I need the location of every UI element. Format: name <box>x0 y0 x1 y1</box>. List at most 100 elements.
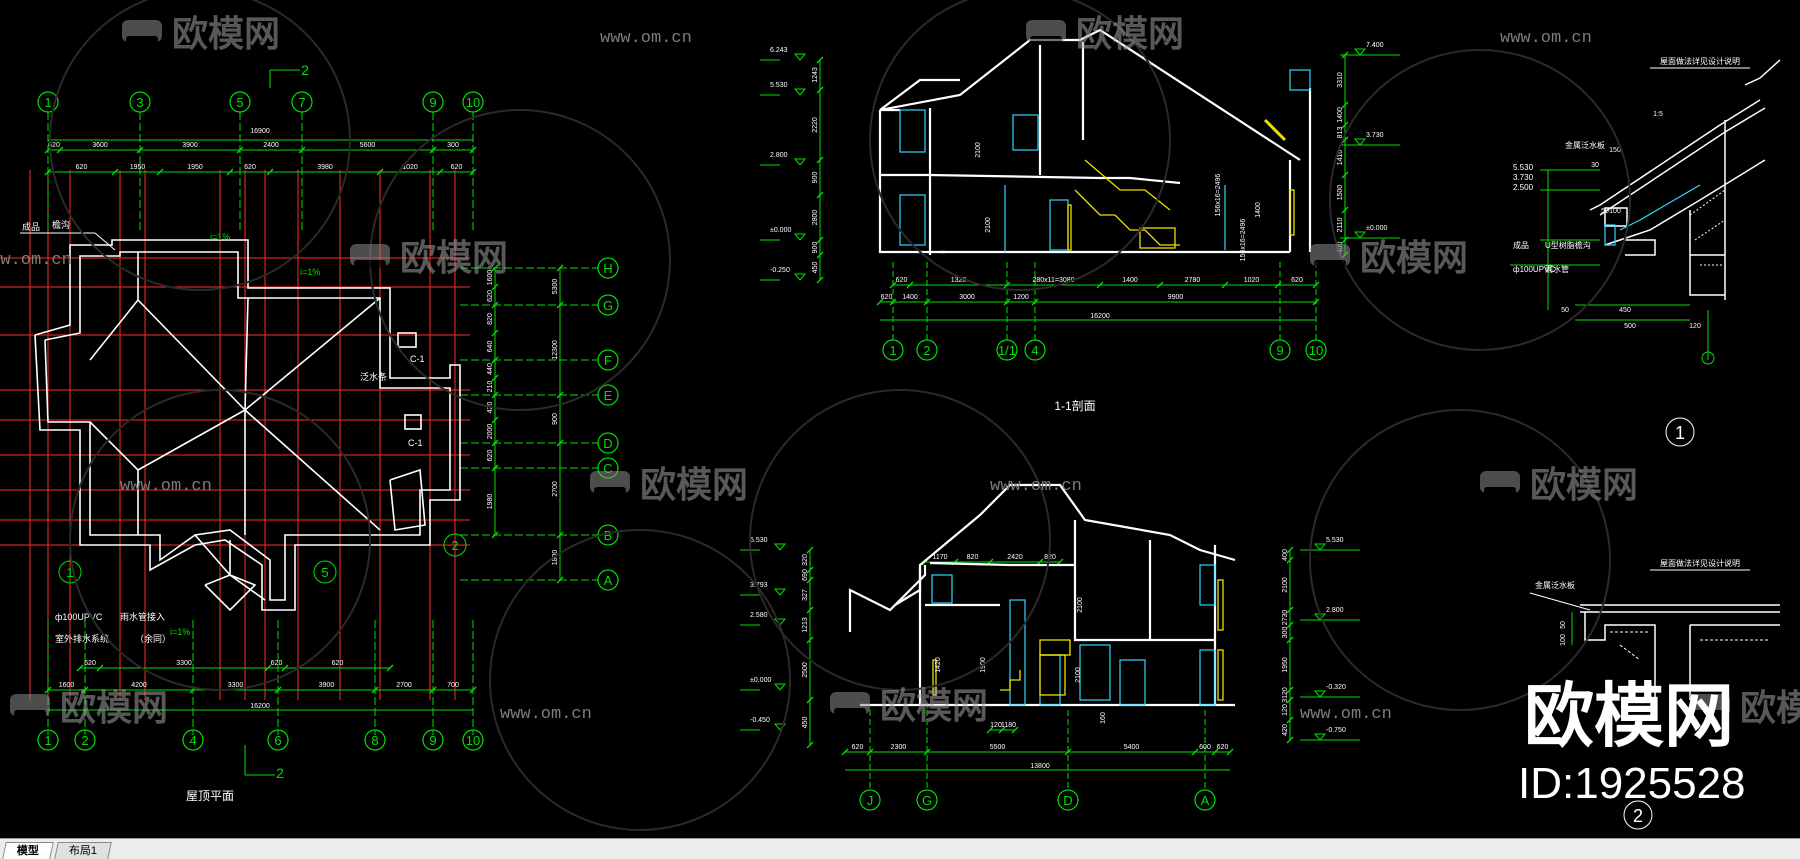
dimension-text: 2700 <box>552 481 559 497</box>
dimension-text: 50 <box>1560 621 1567 629</box>
dimension-text: 327 <box>802 589 809 601</box>
roof-plan-note: 檐沟 <box>52 219 70 230</box>
overall-dimension: 16900 <box>250 128 270 135</box>
grid-axis-bubble: 4 <box>182 729 204 751</box>
level-mark-text: 5.530 <box>770 82 788 89</box>
level-mark-text: 6.243 <box>770 47 788 54</box>
dimension-text: 3120 <box>1282 687 1289 703</box>
dimension-text: 620 <box>852 744 864 751</box>
dimension-text: 620 <box>881 294 893 301</box>
grid-bubble-label: B <box>604 528 613 543</box>
dimension-text: 620 <box>84 660 96 667</box>
tab-layout-1[interactable]: 布局1 <box>54 842 112 859</box>
roof-plan-note: i=1% <box>210 232 230 242</box>
dimension-text: 2420 <box>1007 554 1023 561</box>
detail-note: 金属泛水板 <box>1535 580 1575 590</box>
grid-bubble-label: G <box>922 793 932 808</box>
roof-plan-note: i=1% <box>170 627 190 637</box>
detail-note: 成品 <box>1513 240 1529 250</box>
dimension-text: 2100 <box>985 217 992 233</box>
grid-bubble-label: 8 <box>371 733 378 748</box>
watermark-url: www.om.cn <box>600 29 692 48</box>
grid-bubble-label: 1 <box>44 733 51 748</box>
grid-axis-bubble: 10 <box>462 91 484 113</box>
section-mark: 2 <box>276 765 284 781</box>
grid-bubble-label: 3 <box>136 95 143 110</box>
dimension-text: 820 <box>967 554 979 561</box>
tab-model[interactable]: 模型 <box>2 842 54 859</box>
dimension-text: 280x11=3080 <box>1032 277 1074 284</box>
watermark-logo: 欧模网 <box>1310 238 1468 279</box>
dimension-text: 1400 <box>1337 107 1344 123</box>
dimension-text: 620 <box>487 290 494 302</box>
grid-bubble-label: D <box>603 436 612 451</box>
overall-dimension: 16200 <box>1090 313 1110 320</box>
level-mark-text: 5.530 <box>1326 537 1344 544</box>
watermark-brand: 欧模网 <box>640 465 748 506</box>
watermark-url: www.om.cn <box>990 477 1082 496</box>
watermark-brand: 欧模网 <box>60 688 168 729</box>
grid-axis-bubble: 1 <box>882 339 904 361</box>
dimension-text: 2100 <box>975 142 982 158</box>
watermark-logo: 欧模网 <box>830 686 988 727</box>
detail-callout: 5 <box>321 565 328 580</box>
grid-bubble-label: 1/1 <box>998 343 1016 358</box>
dimension-text: 12300 <box>552 340 559 360</box>
level-mark-text: 2.800 <box>770 152 788 159</box>
grid-axis-bubble: F <box>597 349 619 371</box>
watermark-layer: 欧模网www.om.cn欧模网www.om.cn欧模网www.om.cn欧模网w… <box>0 0 1800 831</box>
dimension-text: 1170 <box>932 554 947 561</box>
dimension-text: 700 <box>447 682 459 689</box>
detail-note: 金属泛水板 <box>1565 140 1605 150</box>
dimension-text: 5600 <box>360 142 376 149</box>
dimension-text: 620 <box>1291 277 1303 284</box>
dimension-text: 820 <box>1044 554 1056 561</box>
dimension-text: 3900 <box>182 142 198 149</box>
dimension-text: 620 <box>896 277 908 284</box>
dimension-text: 620 <box>487 450 494 462</box>
grid-bubble-label: 9 <box>429 733 436 748</box>
grid-axis-bubble: 2 <box>74 729 96 751</box>
dimension-text: 2220 <box>812 117 819 133</box>
grid-axis-bubble: A <box>1194 789 1216 811</box>
grid-bubble-label: A <box>1201 793 1210 808</box>
dimension-text: 900 <box>812 242 819 254</box>
dimension-text: 2100 <box>1075 667 1082 683</box>
grid-bubble-label: 7 <box>298 95 305 110</box>
dimension-text: 210 <box>487 381 494 393</box>
grid-axis-bubble: 2 <box>916 339 938 361</box>
dimension-text: 813 <box>1337 127 1344 139</box>
dimension-text: 2400 <box>263 142 279 149</box>
dimension-text: 2100 <box>1077 597 1084 613</box>
dimension-text: 450 <box>812 262 819 274</box>
level-mark-text: -0.750 <box>1326 727 1346 734</box>
watermark-brand: 欧模网 <box>1740 688 1800 729</box>
dimension-text: 1950 <box>1282 657 1289 673</box>
dimension-text: 450 <box>1619 307 1631 314</box>
grid-bubble-label: E <box>604 388 613 403</box>
grid-bubble-label: 4 <box>1031 343 1038 358</box>
dimension-text: 160 <box>1100 712 1107 724</box>
dimension-text: 620 <box>451 164 463 171</box>
dimension-text: 400 <box>1282 549 1289 561</box>
detail-note: 2.500 <box>1513 183 1534 192</box>
dimension-text: 620 <box>271 660 283 667</box>
dimension-text: 820 <box>487 313 494 325</box>
dimension-text: 1950 <box>130 164 146 171</box>
dimension-text: 900 <box>812 172 819 184</box>
roof-plan-note: 成品 <box>22 221 40 232</box>
watermark-brand: 欧模网 <box>880 686 988 727</box>
dimension-text: 300 <box>1282 627 1289 639</box>
roof-plan-note: ф100UPVC <box>55 612 103 622</box>
dimension-text: 2500 <box>802 662 809 678</box>
dimension-text: 1400 <box>902 294 918 301</box>
dimension-text: 1320 <box>951 277 967 284</box>
dimension-text: 1180 <box>1001 722 1016 729</box>
grid-axis-bubble: 1 <box>37 729 59 751</box>
grid-axis-bubble: G <box>597 294 619 316</box>
grid-bubble-label: 6 <box>274 733 281 748</box>
grid-bubble-label: A <box>604 573 613 588</box>
